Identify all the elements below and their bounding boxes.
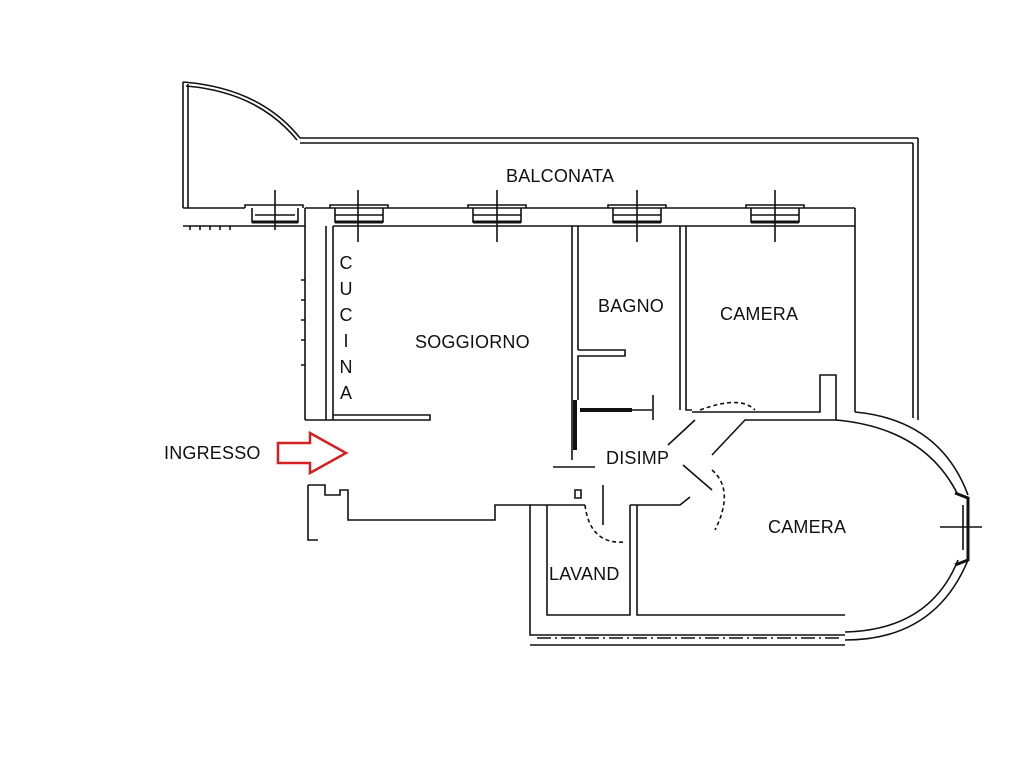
cucina-letter: C [339,305,353,325]
lower-walls [307,484,845,646]
interior-walls [553,226,982,641]
room-label-camera-2: CAMERA [768,517,847,537]
window [244,190,304,230]
room-label-soggiorno: SOGGIORNO [415,332,530,352]
balcony-outline [182,81,919,420]
window [745,190,805,242]
exterior-wall-top [301,207,856,421]
cucina-letter: I [343,331,349,351]
room-label-cucina: C U C I N A [336,250,356,406]
entrance-label: INGRESSO [164,443,261,463]
cucina-letter: A [339,383,352,403]
cucina-letter: N [339,357,353,377]
cucina-letter: U [339,279,353,299]
window [467,190,527,242]
room-label-lavand: LAVAND [549,564,620,584]
room-label-camera-1: CAMERA [720,304,799,324]
room-label-bagno: BAGNO [598,296,665,316]
window [607,190,667,242]
room-label-balconata: BALCONATA [506,166,615,186]
cucina-letter: C [339,253,353,273]
windows [244,190,805,242]
room-label-disimp: DISIMP [606,448,670,468]
entrance-arrow-icon [276,430,349,476]
window [329,190,389,242]
